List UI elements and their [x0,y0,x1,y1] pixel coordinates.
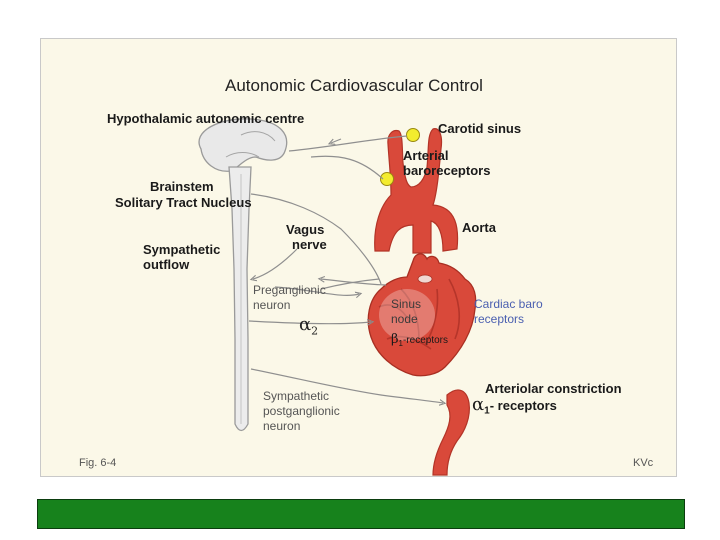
alpha1-text: - receptors [489,398,557,413]
label-sinus-line1: Sinus [391,297,422,311]
label-brainstem: Brainstem [150,179,214,194]
nerve-pathways [248,135,443,403]
label-cardiac-baroreceptors: Cardiac baro receptors [474,297,543,327]
label-cardiac-line1: Cardiac baro [474,297,543,311]
label-beta1-receptors: β1-receptors [391,332,448,351]
label-arteriolar-constriction: Arteriolar constriction [485,381,622,396]
label-carotid-sinus: Carotid sinus [438,121,522,136]
alpha2-subscript: 2 [311,324,319,338]
figure-number: Fig. 6-4 [79,457,117,469]
baroreceptor-icon [380,128,420,186]
arteriole-icon [432,389,470,476]
label-arterial-baroreceptors: Arterial baroreceptors [403,148,490,178]
label-sympathetic-outflow-line1: Sympathetic [143,242,221,257]
label-postganglionic-neuron: Sympathetic postganglionic neuron [263,389,340,434]
brain-icon [198,118,288,172]
label-alpha1-receptors: α1- receptors [472,394,557,419]
heart-icon [367,253,477,377]
beta1-subscript: 1 [398,339,403,348]
alpha1-subscript: 1 [484,405,490,417]
label-arterial-line1: Arterial [403,148,449,163]
label-aorta: Aorta [462,220,496,235]
carotid-artery-icon [374,128,459,254]
diagram-canvas [198,118,477,476]
figure-credit: KVc [633,457,654,469]
label-preganglionic-neuron: Preganglionic neuron [253,283,326,313]
label-vagus-nerve: Vagus nerve [286,222,327,252]
label-alpha2-receptor: α2 [299,314,319,339]
label-sinus-node: Sinus node [391,297,421,327]
label-cardiac-line2: receptors [474,312,525,326]
beta1-symbol: β [391,332,399,347]
beta1-text: -receptors [402,335,448,346]
label-vagus-line2: nerve [292,237,327,252]
diagram-title: Autonomic Cardiovascular Control [225,76,483,95]
label-vagus-line1: Vagus [286,222,325,237]
footer-bar [37,499,685,529]
label-sinus-line2: node [391,312,418,326]
label-postganglionic-line3: neuron [263,419,301,433]
label-preganglionic-line2: neuron [253,298,291,312]
label-postganglionic-line1: Sympathetic [263,389,330,403]
label-arterial-line2: baroreceptors [403,163,491,178]
spinal-cord-icon [228,166,252,432]
label-preganglionic-line1: Preganglionic [253,283,326,297]
label-sympathetic-outflow-line2: outflow [143,257,190,272]
label-sympathetic-outflow: Sympathetic outflow [143,242,220,272]
label-postganglionic-line2: postganglionic [263,404,340,418]
figure-panel: Autonomic Cardiovascular Control Hypotha… [40,38,677,477]
alpha1-symbol: α [472,394,485,415]
label-solitary-tract-nucleus: Solitary Tract Nucleus [115,195,252,210]
alpha2-symbol: α [299,314,312,335]
label-hypothalamic-centre: Hypothalamic autonomic centre [107,111,305,126]
